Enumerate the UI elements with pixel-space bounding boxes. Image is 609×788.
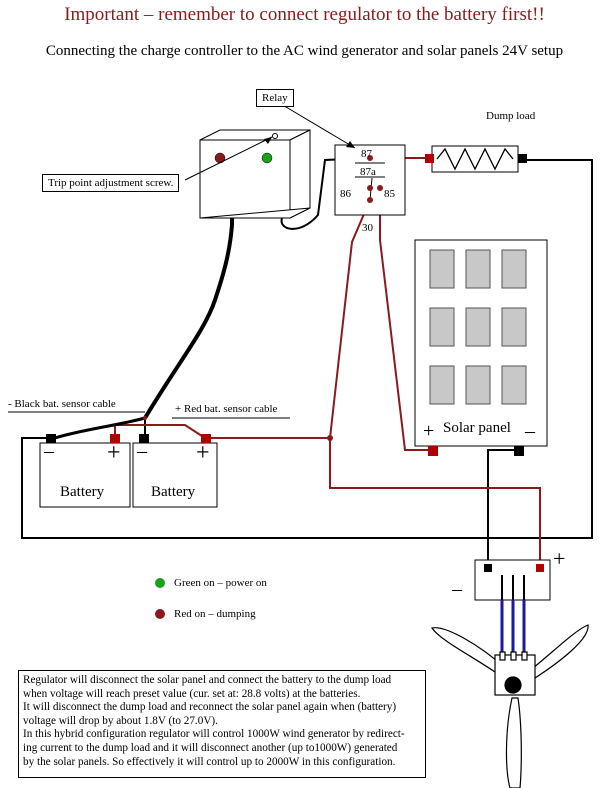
battery2-label: Battery [151,484,196,500]
green-led-icon [261,152,273,164]
battery-2 [132,434,218,508]
dump-load-label: Dump load [486,110,536,122]
note-line: by the solar panels. So effectively it w… [23,755,396,768]
wind-generator-terminal [474,559,551,601]
trip-screw-icon [272,133,278,139]
dump-load-resistor [431,145,519,173]
note-line: It will disconnect the dump load and rec… [23,701,397,714]
relay-pin-87: 87 [361,148,372,160]
relay-pin-86: 86 [340,188,351,200]
red-cable-label: + Red bat. sensor cable [175,403,278,415]
wind-turbine [431,624,589,788]
note-line: ing current to the dump load and it will… [23,741,398,754]
battery-1 [39,434,131,508]
legend-green-dot [155,578,165,588]
solar-minus: – [525,420,535,442]
relay-pin-30: 30 [362,222,373,234]
relay-pin-87a: 87a [360,166,376,178]
legend-red-dot [155,609,165,619]
wind-plus: + [553,546,566,571]
wind-minus: – [452,578,462,600]
note-line: In this hybrid configuration regulator w… [23,728,405,741]
battery2-minus: – [137,440,147,462]
solar-panel [414,239,548,447]
battery1-plus: + [107,440,121,466]
solar-panel-label: Solar panel [443,420,511,436]
battery1-minus: – [44,440,54,462]
battery2-plus: + [196,440,210,466]
legend-red-text: Red on – dumping [174,608,256,620]
note-line: voltage will drop by about 1.8V (to 27.0… [23,714,218,727]
note-line: Regulator will disconnect the solar pane… [23,674,392,686]
charge-controller [199,129,311,219]
page-subtitle: Connecting the charge controller to the … [45,43,564,59]
solar-plus: + [423,420,435,442]
relay-label: Relay [256,89,294,107]
battery1-label: Battery [60,484,105,500]
wind-wires [500,600,526,655]
black-sensor-cable-lower [54,416,146,440]
relay-pin-85: 85 [384,188,395,200]
trip-point-label: Trip point adjustment screw. [42,174,180,192]
explanation-note: Regulator will disconnect the solar pane… [18,670,426,778]
black-sensor-cable [143,224,234,420]
legend-green-text: Green on – power on [174,577,267,589]
black-cable-label: - Black bat. sensor cable [8,398,116,410]
page-title: Important – remember to connect regulato… [64,4,545,25]
note-line: when voltage will reach preset value (cu… [23,687,361,700]
